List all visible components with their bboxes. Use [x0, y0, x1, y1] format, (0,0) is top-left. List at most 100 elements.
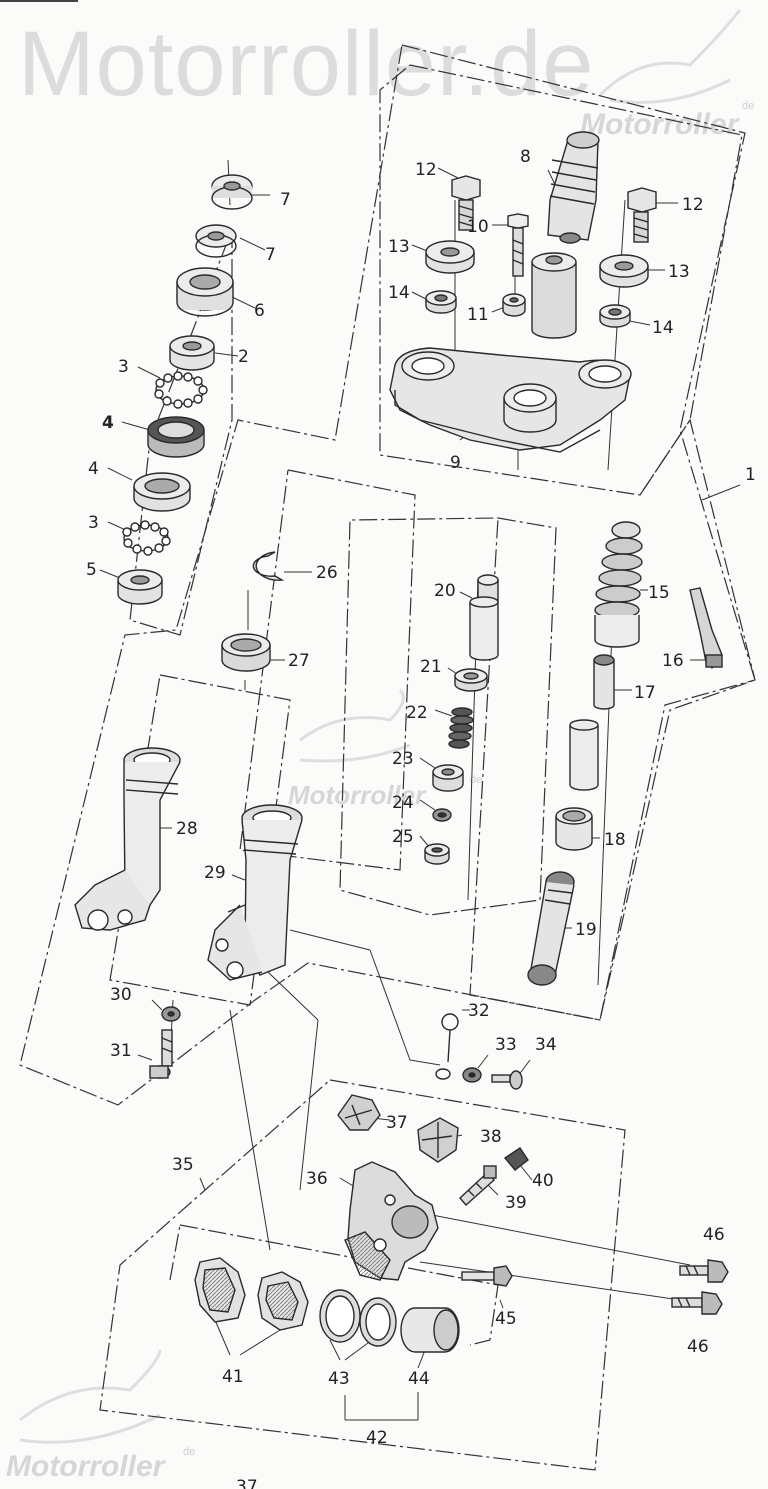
part-3-ball-race-upper [154, 371, 208, 409]
part-22-spring [448, 707, 474, 749]
part-21-washer [454, 668, 488, 692]
outline-seal-group [239, 469, 416, 871]
part-3-ball-race-lower [122, 520, 171, 556]
outline-pads-group [179, 1224, 499, 1346]
label-17: 17 [634, 683, 656, 703]
part-39-bleeder-screw [459, 1165, 497, 1206]
part-23-bushing [432, 764, 464, 792]
label-15: 15 [648, 583, 670, 603]
label-19: 19 [575, 920, 597, 940]
label-2: 2 [238, 347, 249, 367]
label-24: 24 [392, 793, 414, 813]
label-28: 28 [176, 819, 198, 839]
part-11-nut [502, 293, 526, 317]
label-38: 38 [480, 1127, 502, 1147]
part-10-bolt [507, 213, 529, 277]
label-8: 8 [520, 147, 531, 167]
label-46b: 46 [687, 1337, 709, 1357]
label-26: 26 [316, 563, 338, 583]
label-16: 16 [662, 651, 684, 671]
label-43: 43 [328, 1369, 350, 1389]
part-7-locknut-upper [211, 174, 253, 210]
part-6-ring [176, 267, 234, 317]
outline-damper-group [339, 517, 557, 916]
part-7-locknut-lower [195, 224, 237, 258]
label-13b: 13 [668, 262, 690, 282]
label-41: 41 [222, 1367, 244, 1387]
part-25-nut [424, 843, 450, 865]
outline-pads-box [169, 1224, 181, 1281]
label-39: 39 [505, 1193, 527, 1213]
label-5: 5 [86, 560, 97, 580]
part-41-brake-pad-right [257, 1271, 309, 1331]
part-15-fork-spring [594, 521, 643, 648]
label-7a: 7 [280, 190, 291, 210]
part-37-pad-spring [337, 1094, 381, 1131]
part-14-washer-left [425, 290, 457, 314]
group-outlines [19, 44, 756, 1471]
part-45-slide-pin [461, 1265, 513, 1287]
outline-spring-group [469, 418, 756, 1021]
part-36-caliper [344, 1161, 439, 1281]
part-5-lower-cone [117, 569, 163, 605]
watermark-de-bottom: de [183, 1446, 196, 1458]
label-32: 32 [468, 1001, 490, 1021]
part-13-washer-left [425, 240, 475, 274]
label-7b: 7 [265, 245, 276, 265]
part-31-bolt [149, 1029, 173, 1079]
part-labels: 1 2 3 3 4 4 5 6 7 7 8 9 10 11 12 12 13 1… [86, 147, 756, 1489]
part-33-washer [462, 1067, 482, 1083]
page-number: 37 [236, 1477, 258, 1489]
label-45: 45 [495, 1309, 517, 1329]
label-23: 23 [392, 749, 414, 769]
label-3b: 3 [88, 513, 99, 533]
label-12a: 12 [415, 160, 437, 180]
label-31: 31 [110, 1041, 132, 1061]
part-4-bearing-cup-upper [147, 416, 205, 458]
label-4b: 4 [88, 459, 99, 479]
outline-assembly-1 [19, 44, 756, 1106]
part-4-bearing-cup-lower [133, 472, 191, 512]
part-13-washer-right [599, 254, 649, 288]
label-1: 1 [745, 465, 756, 485]
part-34-screw [491, 1070, 523, 1090]
part-17-inner-tube [569, 654, 615, 791]
part-24-small-washer [432, 808, 452, 822]
part-29-fork-leg-right [207, 804, 303, 981]
top-rule [0, 0, 78, 2]
part-38-pad-clip [417, 1117, 459, 1163]
label-29: 29 [204, 863, 226, 883]
part-27-oil-seal [221, 633, 271, 672]
label-12b: 12 [682, 195, 704, 215]
part-12-bolt-left [451, 175, 481, 231]
part-14-washer-right [599, 304, 631, 328]
outline-steering-group [129, 229, 233, 636]
label-6: 6 [254, 301, 265, 321]
part-28-fork-leg-left [74, 747, 181, 931]
label-42: 42 [366, 1428, 388, 1448]
label-13a: 13 [388, 237, 410, 257]
part-26-circlip [252, 551, 285, 581]
label-27: 27 [288, 651, 310, 671]
part-46-bolt-lower [671, 1291, 723, 1315]
part-30-washer [161, 1006, 181, 1022]
part-12-bolt-right [627, 187, 657, 243]
part-40-bleeder-cap [503, 1147, 529, 1171]
part-16-strap [689, 587, 723, 670]
label-20: 20 [434, 581, 456, 601]
part-32-hose-clip [435, 1013, 459, 1080]
label-37: 37 [386, 1113, 408, 1133]
watermark-de-mid: de [470, 774, 483, 786]
label-3a: 3 [118, 357, 129, 377]
label-25: 25 [392, 827, 414, 847]
label-30: 30 [110, 985, 132, 1005]
part-20-damper-rod [469, 574, 499, 661]
label-35: 35 [172, 1155, 194, 1175]
label-21: 21 [420, 657, 442, 677]
label-33: 33 [495, 1035, 517, 1055]
label-14a: 14 [388, 283, 410, 303]
outline-forkleg-group [109, 674, 291, 1006]
part-41-brake-pad-left [194, 1257, 246, 1323]
watermark-scooter-icons [19, 9, 742, 1444]
